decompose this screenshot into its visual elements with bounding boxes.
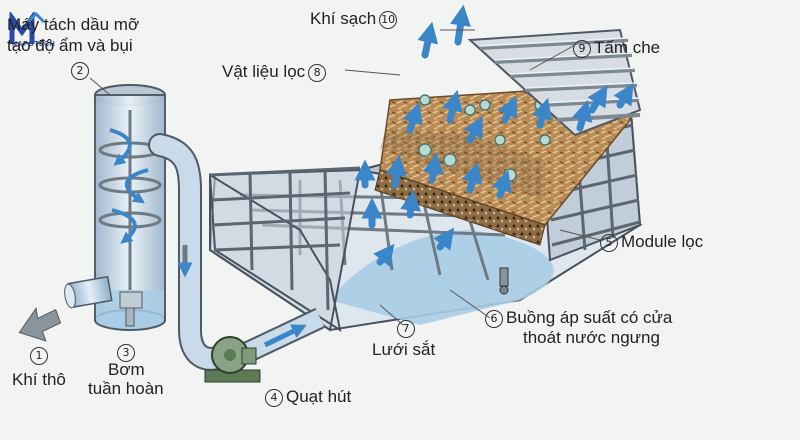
label-chamber-text: Buồng áp suất có cửa (506, 308, 672, 327)
callout-number: 2 (71, 62, 89, 80)
label-media-text: Vật liệu lọc (222, 62, 305, 81)
callout-7: 7 (394, 318, 418, 338)
label-module-text: Module lọc (621, 232, 703, 251)
callout-number: 3 (117, 344, 135, 362)
label-cover-text: Tấm che (594, 38, 660, 57)
callout-number: 5 (600, 234, 618, 252)
label-oil-separator-line1: Máy tách dầu mỡ (7, 15, 139, 35)
callout-number: 10 (379, 11, 397, 29)
drain-valve (500, 268, 508, 294)
label-clean-gas-text: Khí sạch (310, 9, 376, 28)
label-oil-separator-line2: tạo độ ẩm và bụi (7, 36, 133, 56)
label-chamber-line2: thoát nước ngưng (523, 328, 660, 348)
raw-gas-arrow (14, 302, 65, 348)
label-fan-text: Quạt hút (286, 387, 351, 406)
callout-number: 9 (573, 40, 591, 58)
callout-1: 1 (27, 345, 51, 365)
label-pump-line2: tuần hoàn (88, 379, 164, 399)
callout-number: 7 (397, 320, 415, 338)
callout-number: 6 (485, 310, 503, 328)
label-mesh: Lưới sắt (372, 340, 435, 360)
separator-tower (63, 85, 165, 330)
callout-3: 3 (114, 342, 138, 362)
callout-number: 4 (265, 389, 283, 407)
callout-2: 2 (68, 60, 92, 80)
label-raw-gas: Khí thô (12, 370, 66, 390)
callout-number: 1 (30, 347, 48, 365)
callout-number: 8 (308, 64, 326, 82)
label-pump-line1: Bơm (108, 360, 145, 380)
